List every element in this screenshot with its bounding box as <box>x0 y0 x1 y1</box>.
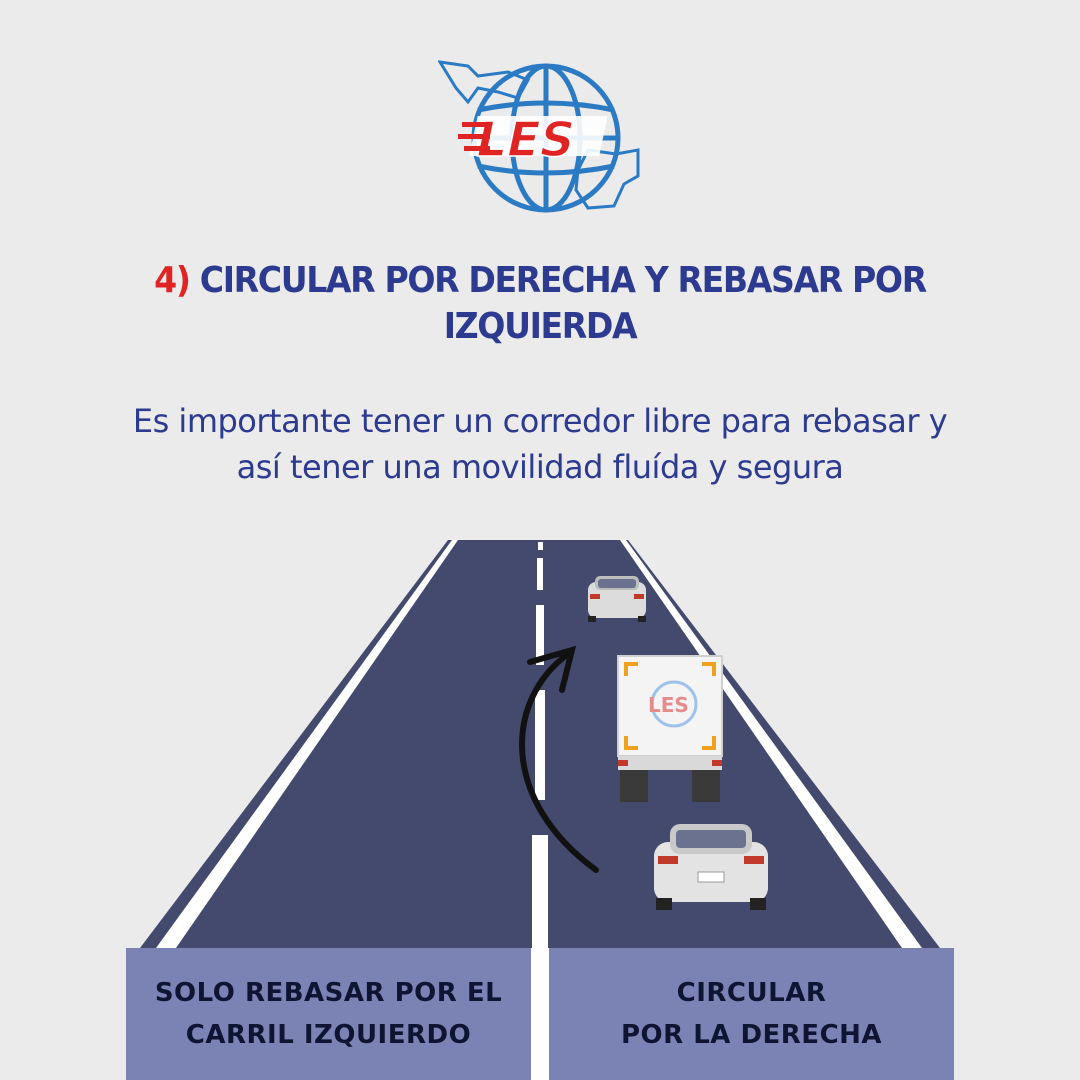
description-text: Es importante tener un corredor libre pa… <box>132 402 948 486</box>
title-number: 4) <box>154 260 191 301</box>
page-title: 4) CIRCULAR POR DERECHA Y REBASAR POR IZ… <box>98 258 981 350</box>
title-text: CIRCULAR POR DERECHA Y REBASAR POR IZQUI… <box>199 260 927 347</box>
car-far-icon <box>588 576 646 622</box>
road-illustration: LES <box>140 540 940 1080</box>
car-near-icon <box>654 824 768 910</box>
right-lane-label-text: CIRCULAR POR LA DERECHA <box>620 978 883 1050</box>
overtake-arrow-icon <box>519 645 599 873</box>
center-dashes <box>532 542 548 948</box>
center-line-bottom <box>531 948 549 1080</box>
right-edge-line <box>620 540 922 948</box>
svg-text:LES: LES <box>471 112 581 167</box>
right-lane-label: CIRCULAR POR LA DERECHA <box>549 948 954 1080</box>
speed-streaks <box>458 122 490 151</box>
left-lane-label-text: SOLO REBASAR POR EL CARRIL IZQUIERDO <box>154 978 503 1050</box>
truck-icon: LES <box>617 655 723 802</box>
map-outline <box>438 60 640 210</box>
company-logo: LES <box>438 60 640 213</box>
svg-text:LES: LES <box>648 693 689 717</box>
logo-text: LES <box>469 112 608 169</box>
left-lane-label: SOLO REBASAR POR EL CARRIL IZQUIERDO <box>126 948 531 1080</box>
left-edge-line <box>156 540 458 948</box>
